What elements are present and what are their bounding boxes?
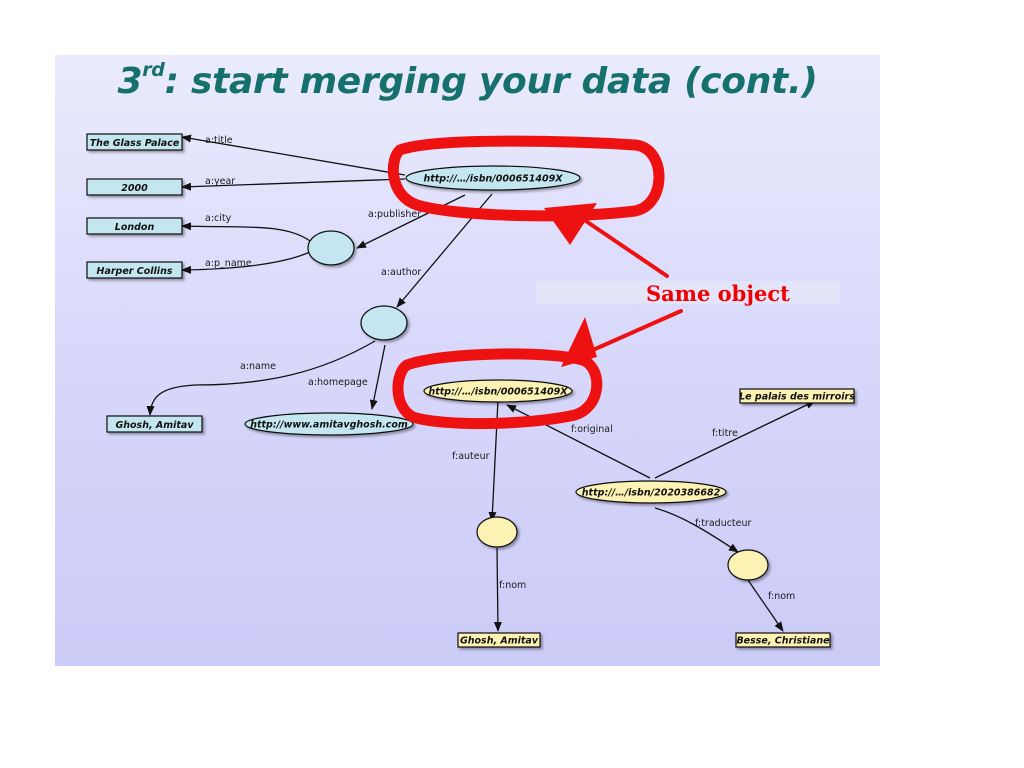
- highlight-arrowhead-bottom: [561, 317, 597, 367]
- svg-text:http://…/isbn/000651409X: http://…/isbn/000651409X: [423, 174, 563, 185]
- node-author-blank: [360, 305, 408, 341]
- node-title-literal: The Glass Palace: [86, 133, 183, 151]
- node-auteur-nom-literal: Ghosh, Amitav: [457, 632, 541, 648]
- svg-text:Ghosh, Amitav: Ghosh, Amitav: [460, 636, 539, 647]
- label-original: f:original: [571, 424, 613, 435]
- label-auteur: f:auteur: [452, 451, 490, 462]
- node-traducteur-blank: [727, 549, 769, 581]
- label-homepage: a:homepage: [308, 377, 368, 388]
- svg-text:2000: 2000: [121, 183, 148, 194]
- node-author-name-literal: Ghosh, Amitav: [106, 415, 203, 433]
- node-titre-literal: Le palais des mirroirs: [739, 388, 855, 404]
- label-year: a:year: [205, 176, 235, 187]
- edge-titre: [654, 400, 816, 479]
- edge-city: [181, 222, 311, 242]
- slide-title: 3rd: start merging your data (cont.): [55, 59, 880, 102]
- node-city-literal: London: [86, 217, 183, 235]
- node-book-uri-a: http://…/isbn/000651409X: [405, 165, 581, 191]
- svg-text:Besse, Christiane: Besse, Christiane: [736, 636, 830, 647]
- node-year-literal: 2000: [86, 178, 183, 196]
- title-rest: : start merging your data (cont.): [164, 61, 818, 102]
- edge-year: [181, 178, 406, 191]
- edge-nom-traducteur: [747, 579, 784, 632]
- node-book-uri-b: http://…/isbn/000651409X: [423, 379, 573, 403]
- edge-traducteur: [654, 507, 739, 553]
- svg-text:Harper Collins: Harper Collins: [97, 266, 173, 277]
- highlight-arrowhead-top: [544, 203, 597, 245]
- svg-text:Ghosh, Amitav: Ghosh, Amitav: [115, 420, 194, 431]
- title-prefix: 3: [117, 61, 143, 102]
- label-traducteur: f:traducteur: [695, 518, 752, 529]
- svg-text:http://www.amitavghosh.com: http://www.amitavghosh.com: [250, 420, 408, 431]
- edge-name: [146, 340, 376, 416]
- highlight-arrowheads: [544, 203, 597, 367]
- edge-homepage: [369, 344, 386, 410]
- label-titre: f:titre: [712, 428, 738, 439]
- svg-text:http://…/isbn/2020386682: http://…/isbn/2020386682: [582, 488, 721, 499]
- same-object-annotation: Same object: [646, 281, 790, 306]
- highlight-circle-bottom: [392, 348, 603, 430]
- title-superscript: rd: [142, 59, 165, 81]
- label-name: a:name: [240, 361, 276, 372]
- label-nom-traducteur: f:nom: [768, 591, 795, 602]
- label-title: a:title: [205, 135, 233, 146]
- edge-title: [181, 134, 406, 176]
- svg-text:Le palais des mirroirs: Le palais des mirroirs: [739, 392, 855, 403]
- label-author: a:author: [381, 267, 421, 278]
- label-city: a:city: [205, 213, 232, 224]
- label-p-name: a:p_name: [205, 258, 252, 269]
- label-publisher: a:publisher: [368, 209, 421, 220]
- highlight-circle-top: [387, 135, 665, 222]
- node-publisher-blank: [307, 230, 355, 266]
- node-homepage-uri: http://www.amitavghosh.com: [244, 412, 414, 436]
- annotation-background: [536, 281, 840, 304]
- edge-publisher: [356, 194, 466, 249]
- edge-nom-auteur: [493, 547, 502, 632]
- slide: 3rd: start merging your data (cont.): [55, 55, 880, 666]
- node-auteur-blank: [476, 516, 518, 548]
- highlight-marks: [387, 135, 683, 430]
- svg-text:London: London: [115, 222, 155, 233]
- graph-b-edges: [488, 399, 816, 632]
- node-translation-uri: http://…/isbn/2020386682: [575, 480, 727, 504]
- svg-text:The Glass Palace: The Glass Palace: [90, 138, 180, 149]
- svg-text:http://…/isbn/000651409X: http://…/isbn/000651409X: [428, 387, 568, 398]
- rdf-merge-diagram: The Glass Palace 2000 London Harper Coll…: [86, 133, 855, 648]
- highlight-arrow-top-shaft: [575, 213, 669, 278]
- label-nom-auteur: f:nom: [499, 580, 526, 591]
- node-traducteur-nom-literal: Besse, Christiane: [735, 632, 831, 648]
- edge-p-name: [181, 251, 311, 274]
- node-publisher-name-literal: Harper Collins: [86, 261, 183, 279]
- edge-labels: a:title a:year a:publisher a:city a:p_na…: [205, 135, 795, 602]
